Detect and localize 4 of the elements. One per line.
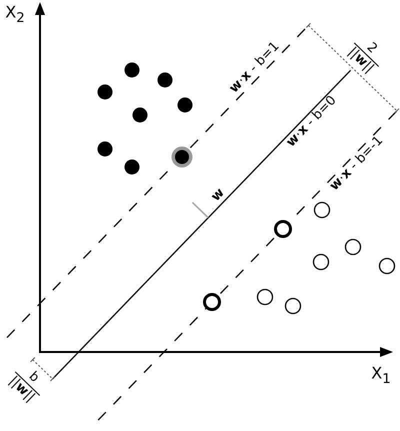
axis-label: X$_{2}$: [5, 4, 25, 26]
vector-label: w: [208, 186, 227, 204]
axis-label: X$_{1}$: [371, 364, 391, 388]
numerator-label: b: [25, 368, 43, 386]
